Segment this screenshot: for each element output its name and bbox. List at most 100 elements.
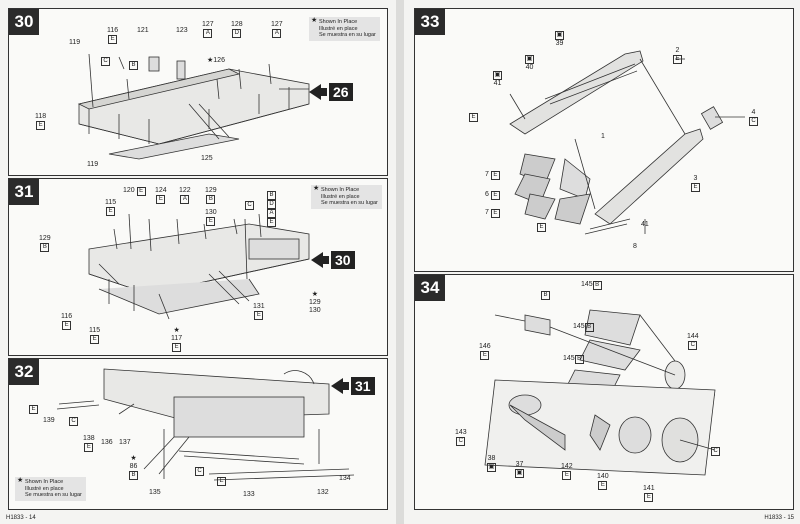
part-label: 7 E bbox=[485, 209, 500, 218]
sprue-letter: E bbox=[206, 217, 216, 226]
page-number-left: H1833 - 14 bbox=[6, 515, 36, 521]
legend-line: Shown In Place bbox=[321, 187, 360, 193]
part-number: 134 bbox=[339, 475, 351, 482]
step-number: 33 bbox=[415, 9, 445, 35]
arrow-bar bbox=[343, 382, 349, 390]
sprue-letter: E bbox=[90, 335, 100, 344]
part-label: E bbox=[469, 113, 478, 122]
part-number: 126 bbox=[213, 57, 225, 64]
legend-line: Se muestra en su lugar bbox=[319, 32, 376, 38]
sprue-letter: E bbox=[691, 183, 700, 192]
part-label: C bbox=[245, 201, 254, 210]
sprue-letter: A bbox=[267, 209, 276, 218]
part-number: 2 bbox=[675, 47, 680, 54]
sprue-letter: E bbox=[108, 35, 118, 44]
part-label: 120 E bbox=[123, 187, 146, 196]
part-label: 41 bbox=[641, 221, 649, 229]
part-label: 123 bbox=[176, 27, 188, 35]
shown-in-place-legend: ★ Shown In Place Illustré en place Se mu… bbox=[15, 477, 86, 501]
part-label: C bbox=[101, 57, 110, 66]
part-number: 7 bbox=[485, 209, 489, 216]
ref-step-number: 30 bbox=[331, 251, 355, 269]
sprue-letter: E bbox=[254, 311, 264, 320]
part-number: 145 bbox=[573, 323, 585, 330]
part-number: 116 bbox=[61, 313, 73, 320]
sprue-letter: E bbox=[36, 121, 46, 130]
part-number: 115 bbox=[89, 327, 101, 334]
sprue-letter: A bbox=[180, 195, 190, 204]
star-icon: ★ bbox=[207, 57, 214, 64]
sprue-letter: B bbox=[129, 61, 138, 70]
legend-line: Se muestra en su lugar bbox=[25, 492, 82, 498]
sprue-letter: C bbox=[749, 117, 758, 126]
part-number: 120 bbox=[123, 187, 135, 194]
star-icon: ★ bbox=[173, 327, 180, 334]
part-label: 38▣ bbox=[487, 455, 496, 472]
part-number: 41 bbox=[493, 80, 502, 87]
part-label: C bbox=[69, 417, 78, 426]
part-number: 125 bbox=[201, 155, 213, 162]
part-label: C bbox=[711, 447, 720, 456]
part-label: E bbox=[537, 223, 546, 232]
sprue-letter: E bbox=[84, 443, 94, 452]
sprue-letter: A bbox=[203, 29, 213, 38]
shown-in-place-legend: ★ Shown In Place Illustré en place Se mu… bbox=[311, 185, 382, 209]
part-label: E bbox=[217, 477, 226, 486]
arrow-left-icon bbox=[311, 252, 323, 268]
ref-step-number: 31 bbox=[351, 377, 375, 395]
part-number: 129 bbox=[309, 299, 321, 306]
part-label: 7 E bbox=[485, 171, 500, 180]
part-number: 129 bbox=[39, 235, 51, 242]
sprue-letter: D bbox=[267, 200, 276, 209]
part-label: ★126 bbox=[207, 57, 225, 65]
part-label: 137 bbox=[119, 439, 131, 447]
part-number: 41 bbox=[641, 221, 649, 228]
page-gutter bbox=[396, 0, 404, 524]
part-label: 119 bbox=[87, 161, 98, 169]
sprue-letter: C bbox=[711, 447, 720, 456]
sprue-letter: E bbox=[598, 481, 608, 490]
sprue-letter: E bbox=[156, 195, 166, 204]
arrow-bar bbox=[323, 256, 329, 264]
decal-icon: ▣ bbox=[555, 31, 564, 40]
legend-line: Illustré en place bbox=[25, 485, 64, 492]
arrow-left-icon bbox=[331, 378, 343, 394]
part-label: E bbox=[29, 405, 38, 414]
part-number: 3 bbox=[693, 175, 698, 182]
page-number-right: H1833 - 15 bbox=[764, 515, 794, 521]
sprue-letter: C bbox=[101, 57, 110, 66]
part-number: 1 bbox=[601, 133, 605, 140]
sprue-letter: B bbox=[574, 355, 584, 364]
sprue-letter: E bbox=[217, 477, 226, 486]
part-number: 123 bbox=[176, 27, 188, 34]
part-label: 37▣ bbox=[515, 461, 524, 478]
sprue-letter: E bbox=[562, 471, 572, 480]
decal-icon: ▣ bbox=[525, 55, 534, 64]
sprue-letter: C bbox=[688, 341, 698, 350]
launch-platform-drawing bbox=[77, 53, 310, 160]
part-number: 117 bbox=[171, 335, 183, 342]
legend-line: Illustré en place bbox=[319, 25, 358, 32]
part-number: 146 bbox=[479, 343, 491, 350]
sprue-letter: E bbox=[62, 321, 72, 330]
part-label: 139 bbox=[43, 417, 55, 425]
ref-arrow-30: 30 bbox=[311, 251, 355, 269]
launch-platform-drawing bbox=[88, 213, 310, 320]
legend-line: Illustré en place bbox=[321, 193, 360, 200]
part-number: 138 bbox=[83, 435, 95, 442]
part-label: 121 bbox=[137, 27, 149, 35]
part-label: C bbox=[195, 467, 204, 476]
